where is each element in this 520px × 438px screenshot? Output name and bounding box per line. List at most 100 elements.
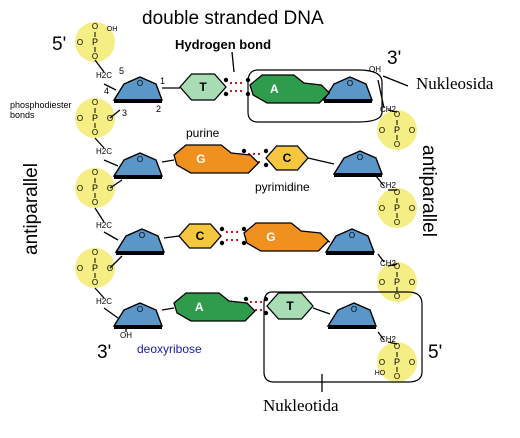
right-backbone-link [387, 341, 398, 345]
right-phosphate-2-atom-text: O [394, 188, 400, 197]
left-ch2-group-4: H2C [96, 297, 112, 306]
deoxyribose-label: deoxyribose [137, 342, 202, 356]
five-prime-top-label: 5' [52, 34, 67, 55]
right-phosphate-4-atom-text: HO [375, 370, 386, 377]
right-deoxyribose-3-ring-oxygen: O [349, 231, 355, 240]
carbon-number: 4 [104, 86, 109, 96]
ring-layer [112, 73, 384, 329]
left-ch2-group-2: H2C [96, 147, 112, 156]
left-phosphate-1-atom-text: O [77, 38, 83, 47]
three-prime-top-label: 3' [387, 48, 402, 69]
left-backbone-link [109, 179, 123, 189]
base-pair-1-right-base [249, 74, 331, 104]
right-phosphate-3-atom-text: O [379, 278, 385, 287]
right-deoxyribose-4-ring-oxygen: O [351, 305, 357, 314]
right-phosphate-1-glow [377, 110, 417, 150]
hydrogen-bond-pair-3-atom-dot [241, 226, 247, 232]
three-prime-oh-bottom: OH [120, 331, 132, 340]
left-phosphate-3-atom-text: O [92, 168, 98, 177]
left-ch2-group-3: H2C [96, 221, 112, 230]
base-pair-3-left-base [178, 223, 222, 249]
right-backbone-link [377, 331, 385, 341]
base-pair-2-right-base [265, 145, 309, 171]
right-phosphate-4-glow [377, 342, 417, 382]
left-phosphate-4-glow [75, 248, 115, 288]
right-phosphate-3-atom-text: P [394, 277, 400, 287]
right-phosphate-2-atom-text: O [379, 204, 385, 213]
right-backbone-link [377, 253, 385, 263]
left-phosphate-1-atom-text: O [92, 52, 98, 61]
left-deoxyribose-3-ring-oxygen: O [139, 231, 145, 240]
left-backbone-link [94, 59, 105, 73]
hydrogen-bond-pair-4-atom-dot [263, 310, 269, 316]
base-pair-1-left-base [179, 73, 227, 101]
antiparallel-right-label: antiparallel [417, 145, 439, 237]
left-backbone-link [103, 307, 119, 319]
left-phosphate-4-atom-text: O [77, 264, 83, 273]
hydrogen-bond-pair-3-atom-dot [219, 240, 225, 246]
left-phosphate-3-glow [75, 168, 115, 208]
right-backbone-link [377, 79, 385, 109]
left-deoxyribose-2-ring-oxygen: O [137, 155, 143, 164]
left-phosphate-1-atom-text: OH [107, 26, 118, 33]
base-pair-3-left-base-letter: C [196, 229, 205, 243]
left-phosphate-1-glow [75, 22, 115, 62]
left-phosphate-2-atom-text: O [107, 114, 113, 123]
left-ch2-group-1: H2C [96, 71, 112, 80]
left-phosphate-4-atom-text: O [92, 248, 98, 257]
right-phosphate-4-atom-text: O [379, 358, 385, 367]
hydrogen-bond-pair-3-atom-dot [241, 240, 247, 246]
right-phosphate-1-atom-text: P [394, 125, 400, 135]
right-ch2-group-3: CH2 [380, 259, 397, 268]
carbon-number: 2 [156, 104, 161, 114]
nukleosida-leader [382, 75, 409, 87]
pyrimidine-label: pyrimidine [255, 180, 310, 194]
left-phosphate-3-atom-text: O [107, 184, 113, 193]
base-pair-4-right-base-letter: T [286, 299, 294, 313]
hydrogen-bond-pair-1-atom-dot [223, 91, 229, 97]
left-phosphate-3-atom-text: O [92, 198, 98, 207]
right-phosphate-4-atom-text: O [409, 358, 415, 367]
base-pair-4-right-base [266, 292, 314, 320]
purine-label: purine [186, 126, 220, 140]
left-phosphate-4-atom-text: P [92, 263, 98, 273]
base-pair-2-left-base [173, 144, 260, 174]
glycosidic-bond [161, 159, 175, 163]
right-phosphate-2-glow [377, 188, 417, 228]
base-pair-1-left-base-letter: T [199, 80, 207, 94]
right-phosphate-4-atom-text: O [394, 372, 400, 381]
right-phosphate-2-atom-text: O [394, 218, 400, 227]
left-phosphate-3-atom-text: O [77, 184, 83, 193]
right-ch2-group-2: CH2 [380, 181, 397, 190]
base-pair-4-left-base [173, 292, 256, 322]
hydrogen-bond-pair-3-atom-dot [219, 226, 225, 232]
right-phosphate-2-atom-text: O [409, 204, 415, 213]
hydrogen-bond-pair-2-atom-dot [241, 148, 247, 154]
glycosidic-bond [307, 157, 335, 165]
hydrogen-bond-pair-1-atom-dot [223, 77, 229, 83]
three-prime-bottom-label: 3' [97, 342, 112, 363]
left-backbone-link [94, 287, 105, 299]
base-pair-4-left-base-letter: A [195, 300, 204, 314]
left-phosphate-2-atom-text: O [92, 128, 98, 137]
glycosidic-bond [161, 307, 175, 311]
nukleosida-box [247, 69, 383, 123]
right-phosphate-1-atom-text: O [379, 126, 385, 135]
right-backbone-link [387, 263, 398, 267]
right-backbone-link [387, 109, 398, 113]
left-phosphate-4-atom-text: O [92, 278, 98, 287]
hydrogen-bond-pair-2-atom-dot [263, 162, 269, 168]
group-text-layer: POOOHOPOOOOPOOOOPOOOOPOOOOPOOOOPOOOOPOOH… [77, 22, 415, 381]
glycosidic-bond [163, 235, 180, 239]
left-backbone-link [109, 255, 123, 269]
left-backbone-link [103, 231, 119, 241]
base-pair-2-left-base-letter: G [196, 152, 205, 166]
left-backbone-link [103, 83, 117, 91]
left-backbone-link [109, 109, 121, 119]
diagram-title: double stranded DNA [142, 8, 324, 29]
carbon-number: 5 [119, 66, 124, 76]
left-phosphate-4-atom-text: O [107, 264, 113, 273]
right-phosphate-3-atom-text: O [394, 262, 400, 271]
